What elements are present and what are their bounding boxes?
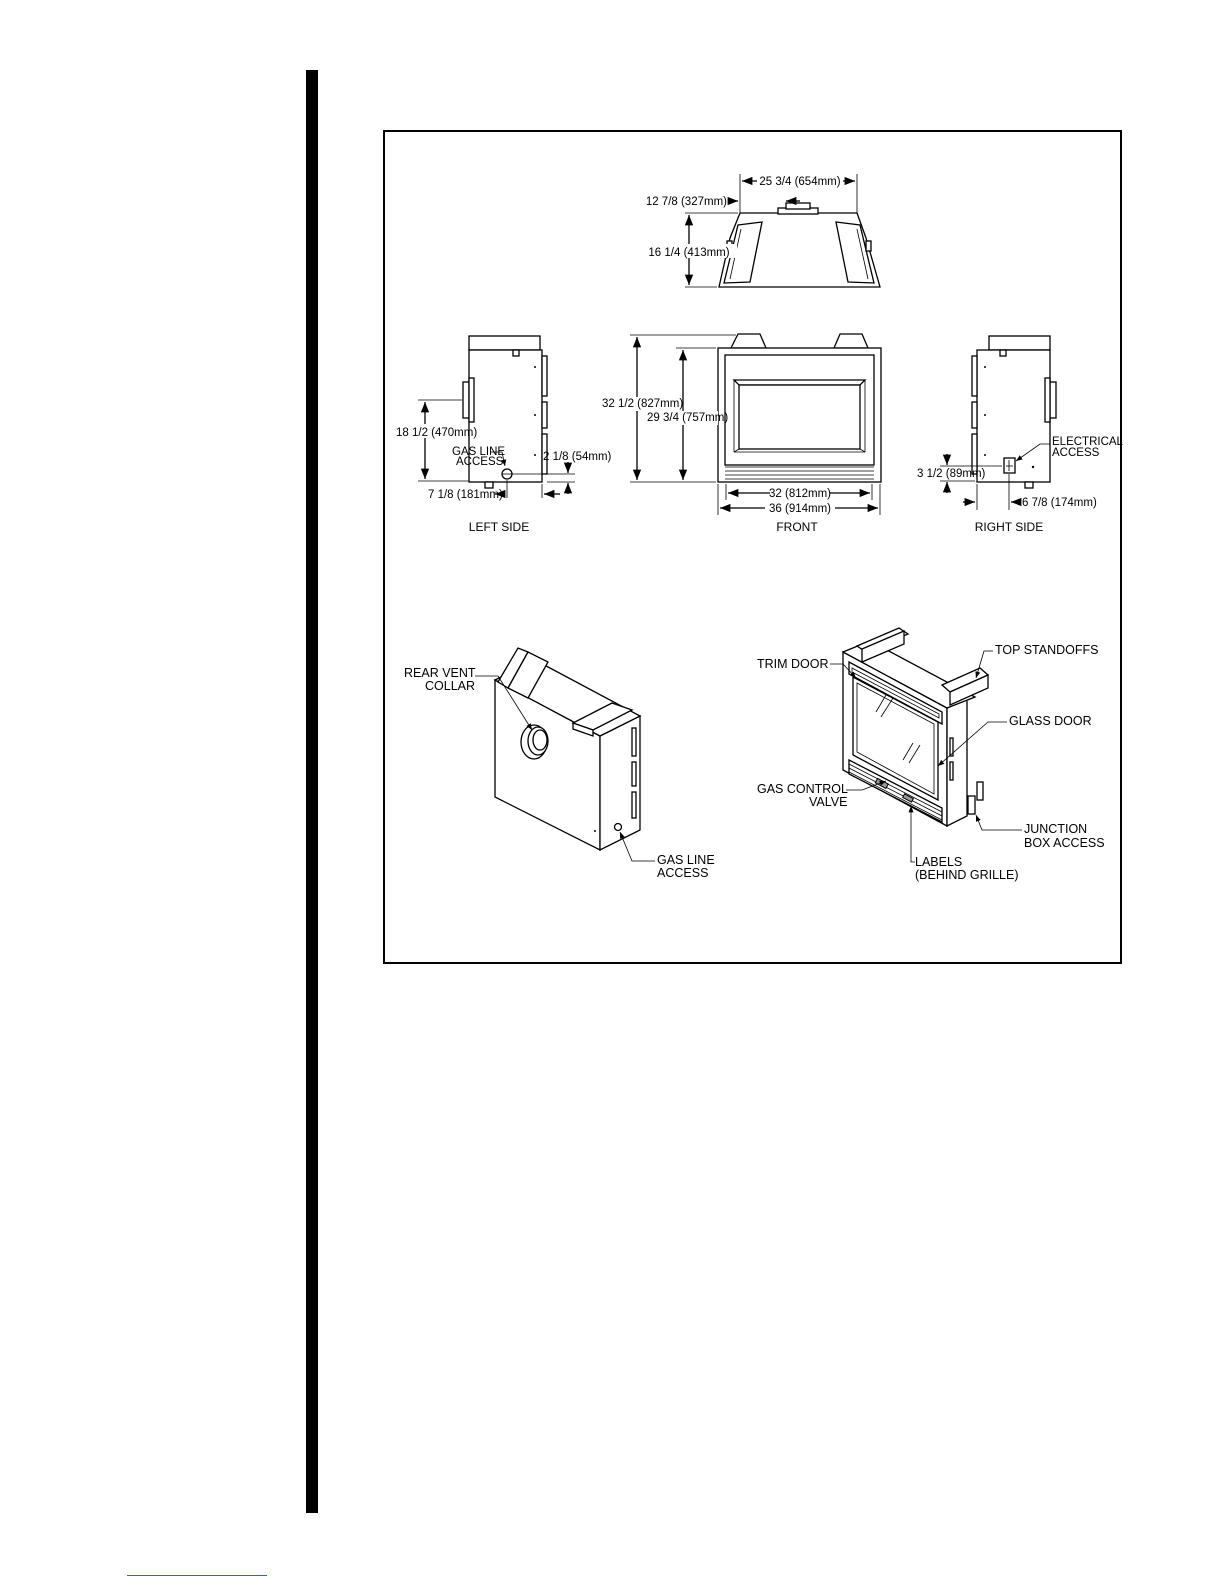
right-elec-label-1: ELECTRICAL: [1052, 436, 1124, 448]
left-gas-dim: 2 1/8 (54mm): [543, 451, 612, 463]
front-right-standoff: [833, 333, 869, 349]
right-height-dim: 3 1/2 (89mm): [917, 468, 986, 480]
left-gas-label-1: GAS LINE: [452, 446, 505, 458]
front-view: 32 1/2 (827mm) 29 3/4 (757mm) 32 (812mm)…: [600, 333, 882, 534]
iso-rear-gas-label-2: ACCESS: [657, 866, 708, 880]
left-height-dim: 18 1/2 (470mm): [396, 427, 477, 439]
left-side-view: 18 1/2 (470mm) GAS LINE ACCESS 2 1/8 (54…: [396, 335, 612, 534]
front-grille: [725, 466, 874, 480]
front-inner-width-dim: 32 (812mm): [769, 488, 831, 500]
iso-front-gas-valve-label-1: GAS CONTROL: [757, 782, 848, 796]
iso-front-glass-door-label: GLASS DOOR: [1009, 714, 1092, 728]
iso-front-labels-label-1: LABELS: [915, 855, 962, 869]
top-view-collar-cap: [785, 202, 811, 210]
front-outer-width-dim: 36 (914mm): [769, 503, 831, 515]
iso-front-junction-box: [976, 781, 984, 801]
right-electrical-box: [1003, 457, 1016, 474]
top-width-dim: 25 3/4 (654mm): [759, 176, 840, 188]
iso-front-gas-valve-label-2: VALVE: [809, 795, 847, 809]
left-vent-collar: [462, 381, 470, 419]
top-depth-dim: 16 1/4 (413mm): [648, 247, 729, 259]
top-view-right-standoff: [835, 221, 875, 284]
left-depth-dim: 7 1/8 (181mm): [428, 489, 503, 501]
front-inner-height-dim: 29 3/4 (757mm): [647, 412, 728, 424]
iso-rear-gas-hole: [613, 822, 623, 832]
front-caption: FRONT: [776, 520, 818, 534]
iso-front-trim-door-label: TRIM DOOR: [757, 657, 829, 671]
right-standoff: [988, 335, 1051, 351]
footer-link-underline[interactable]: [127, 1575, 267, 1576]
iso-rear-vent-label-2: COLLAR: [425, 679, 475, 693]
iso-front-labels-label-2: (BEHIND GRILLE): [915, 868, 1019, 882]
front-outer-height-dim: 32 1/2 (827mm): [602, 398, 683, 410]
right-elec-label-2: ACCESS: [1052, 447, 1100, 459]
iso-front-view: TRIM DOOR TOP STANDOFFS GLASS DOOR GAS C…: [757, 627, 1105, 882]
iso-front-grille: [848, 758, 943, 824]
left-standoff: [468, 335, 541, 351]
top-view: 25 3/4 (654mm) 12 7/8 (327mm) 16 1/4 (41…: [641, 173, 881, 288]
top-view-left-standoff: [723, 221, 763, 284]
front-left-standoff: [729, 333, 767, 349]
right-side-caption: RIGHT SIDE: [975, 520, 1043, 534]
right-side-view: ELECTRICAL ACCESS 3 1/2 (89mm) 6 7/8 (17…: [917, 335, 1124, 534]
iso-front-glass: [852, 675, 939, 802]
iso-rear-vent-label-1: REAR VENT: [404, 666, 476, 680]
top-offset-dim: 12 7/8 (327mm): [646, 196, 727, 208]
right-vent-collar: [1049, 381, 1057, 419]
iso-front-top-standoffs-label: TOP STANDOFFS: [995, 643, 1099, 657]
iso-rear-gas-label-1: GAS LINE: [657, 853, 715, 867]
iso-rear-view: REAR VENT COLLAR GAS LINE ACCESS: [404, 647, 715, 880]
iso-front-junction-label-1: JUNCTION: [1024, 822, 1087, 836]
margin-rule: [306, 70, 318, 1513]
iso-front-junction-label-2: BOX ACCESS: [1024, 836, 1105, 850]
right-depth-dim: 6 7/8 (174mm): [1022, 497, 1097, 509]
front-glass: [738, 384, 861, 450]
left-gas-label-2: ACCESS: [456, 456, 504, 468]
left-side-caption: LEFT SIDE: [469, 520, 529, 534]
